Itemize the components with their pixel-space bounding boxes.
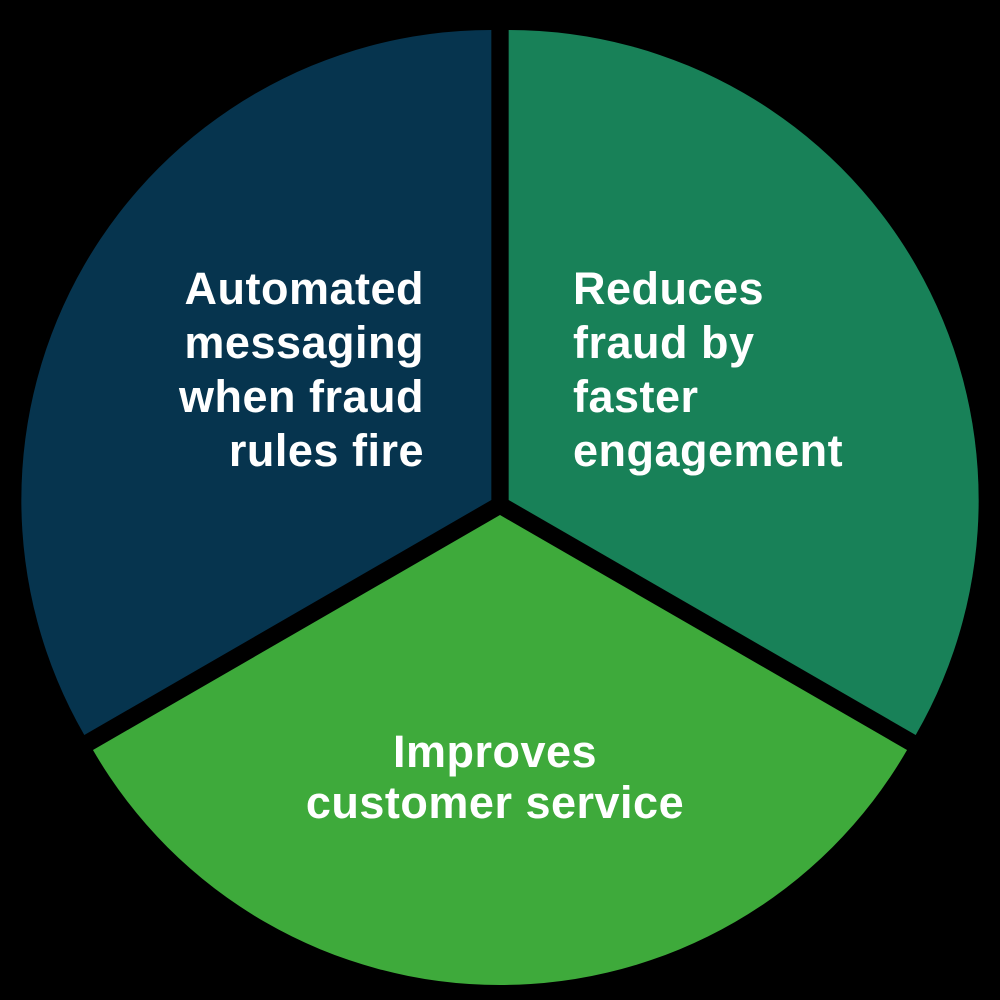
pie-segment-automated-messaging <box>21 30 492 735</box>
segment-label-automated-messaging: Automated messaging when fraud rules fir… <box>179 262 424 478</box>
label-line: fraud by <box>573 317 755 368</box>
pie-segment-improves-service <box>92 515 908 985</box>
segment-label-reduces-fraud: Reduces fraud by faster engagement <box>573 262 843 478</box>
label-line: messaging <box>184 317 424 368</box>
segment-label-improves-service: Improves customer service <box>245 726 745 828</box>
label-line: faster <box>573 371 699 422</box>
pie-segment-reduces-fraud <box>508 30 979 735</box>
label-line: when fraud <box>178 371 424 422</box>
label-line: engagement <box>573 425 844 476</box>
label-line: Automated <box>184 263 424 314</box>
label-line: customer service <box>305 777 685 828</box>
label-line: rules fire <box>228 425 424 476</box>
label-line: Reduces <box>573 263 765 314</box>
label-line: Improves <box>392 726 598 777</box>
